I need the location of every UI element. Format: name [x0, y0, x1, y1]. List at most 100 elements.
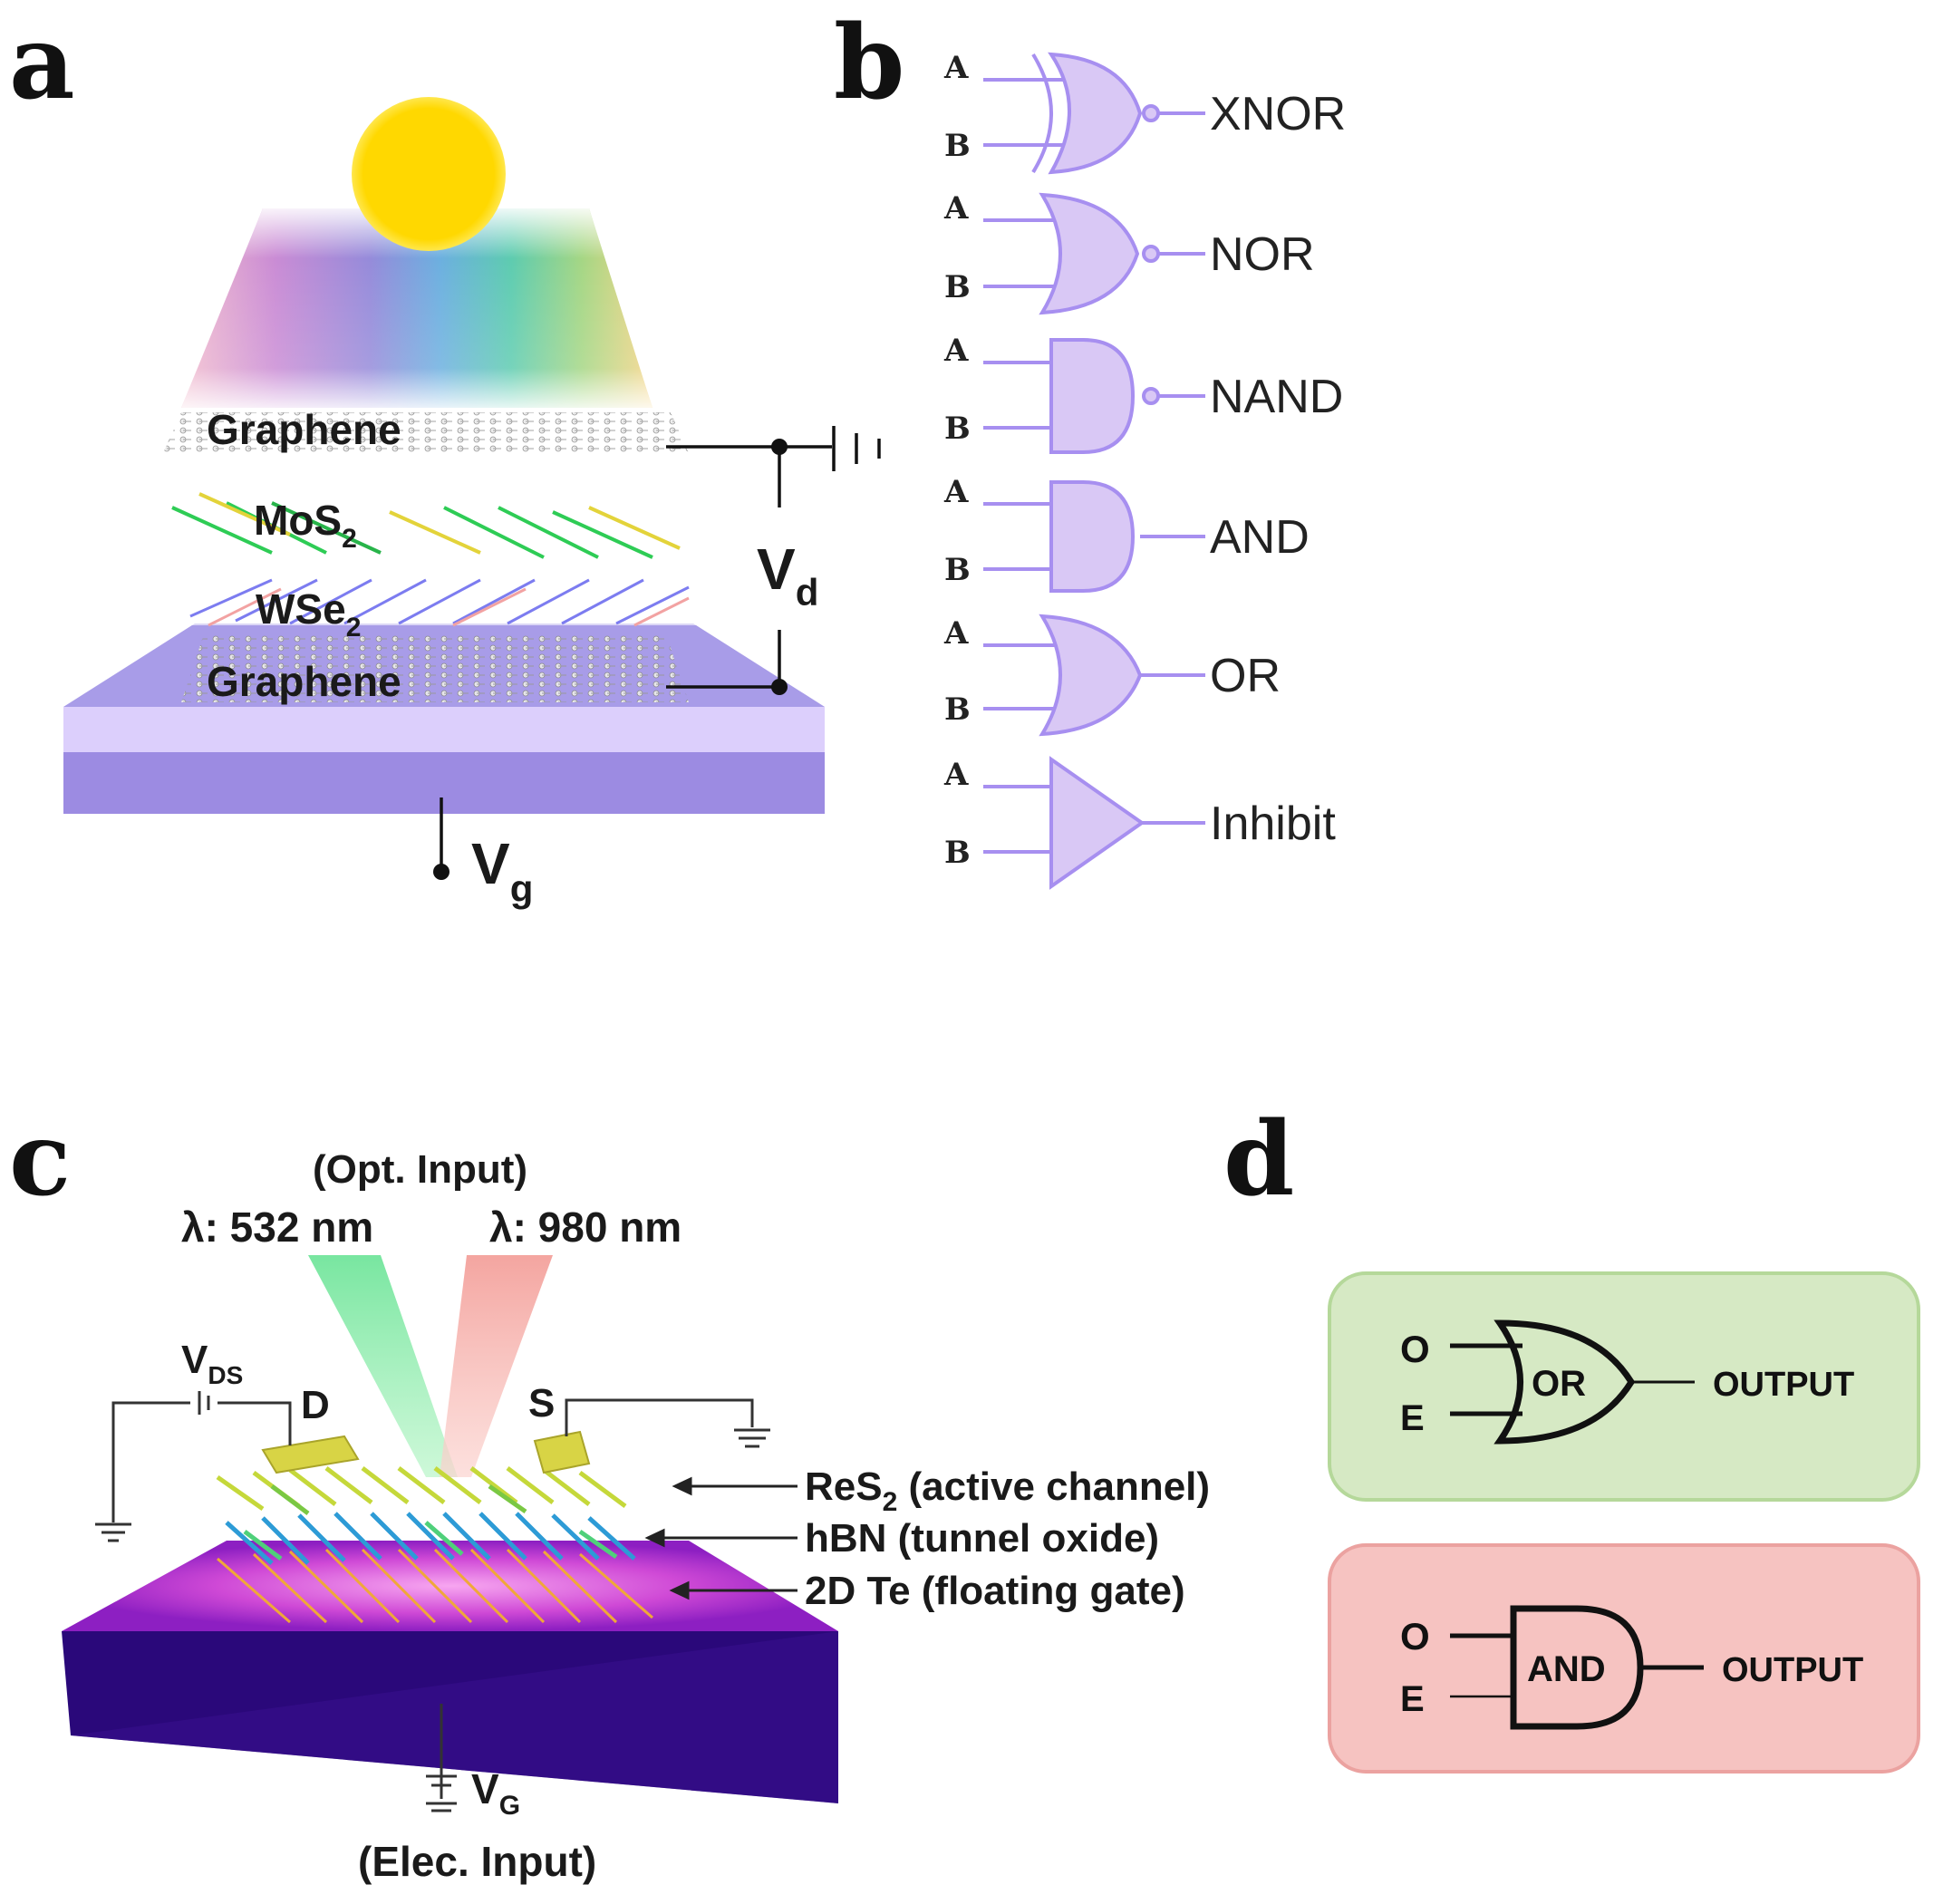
te-label: 2D Te (floating gate) [805, 1569, 1185, 1613]
gate-input-a: A [943, 615, 969, 652]
panel-c-letter: c [9, 1100, 71, 1219]
graphene-bottom-label: Graphene [207, 658, 401, 705]
and-gate-label: AND [1527, 1649, 1606, 1689]
panel-a: a Graphene MoS2 WSe2 [9, 4, 881, 910]
gate-name-label: NOR [1210, 228, 1315, 281]
gate-input-a: A [943, 50, 969, 86]
gate-input-b: B [944, 552, 971, 588]
wse2-atoms [189, 578, 690, 625]
gate-body [1049, 756, 1146, 890]
sun-icon [352, 97, 506, 251]
panel-d: d O E OR OUTPUT O E AND OUTPUT [1223, 1100, 1920, 1774]
and-box [1328, 1543, 1920, 1774]
or-gate-label: OR [1532, 1364, 1586, 1404]
panel-d-letter: d [1223, 1100, 1294, 1219]
panel-c: c (Opt. Input) λ: 532 nm λ: 980 nm [9, 1100, 1210, 1885]
and-output-label: OUTPUT [1722, 1651, 1863, 1689]
graphene-top-label: Graphene [207, 406, 401, 453]
panel-c-circuit [95, 1391, 770, 1812]
vd-node-top [771, 439, 788, 455]
vg-node [433, 864, 450, 880]
gate-body [1039, 614, 1143, 737]
res2-layer [216, 1466, 627, 1515]
panel-b-letter: b [834, 4, 904, 122]
gate-input-b: B [944, 411, 971, 447]
wse2-layer [181, 566, 698, 625]
gate-body [1049, 338, 1136, 454]
gate-name-label: NAND [1210, 371, 1343, 423]
green-beam [308, 1255, 458, 1477]
elec-input-label: (Elec. Input) [358, 1838, 596, 1885]
vds-label: VDS [181, 1338, 243, 1389]
mos2-label: MoS2 [254, 497, 357, 554]
gate-xnor: A B XNOR [943, 50, 1346, 175]
wse2-red-atoms [208, 587, 690, 627]
drain-electrode [261, 1435, 360, 1474]
or-box [1328, 1271, 1920, 1502]
gate-nor: A B NOR [943, 190, 1315, 315]
gate-body [1039, 192, 1140, 315]
or-input-e: E [1400, 1398, 1425, 1438]
layer-stack [163, 412, 698, 702]
or-output-label: OUTPUT [1713, 1366, 1854, 1404]
gate-input-b: B [944, 128, 971, 164]
vd-label: Vd [757, 536, 818, 614]
gate-input-a: A [943, 190, 969, 227]
hbn-label: hBN (tunnel oxide) [805, 1516, 1159, 1561]
gate-wires [983, 643, 1205, 710]
gate-body [1048, 52, 1143, 175]
gate-input-b: B [944, 691, 971, 728]
gate-body [1049, 480, 1136, 593]
gate-nand: A B NAND [943, 333, 1343, 454]
or-gate-icon [1450, 1319, 1695, 1445]
gate-input-a: A [943, 757, 969, 793]
graphene-top-layer [163, 412, 689, 453]
lambda-532-label: λ: 532 nm [181, 1203, 373, 1251]
hbn-layer [225, 1512, 636, 1565]
panel-a-letter: a [9, 4, 75, 122]
lambda-980-label: λ: 980 nm [489, 1203, 682, 1251]
gate-input-b: B [944, 835, 971, 871]
and-gate-icon [1450, 1605, 1704, 1730]
gate-name-label: OR [1210, 650, 1281, 702]
gate-input-a: A [943, 333, 969, 369]
red-beam [440, 1255, 553, 1477]
substrate-silicon [63, 752, 825, 814]
gate-wires [983, 218, 1205, 288]
substrate-c-shade [71, 1631, 838, 1803]
gate-input-a: A [943, 474, 969, 510]
res2-label: ReS2 (active channel) [805, 1464, 1210, 1517]
and-input-e: E [1400, 1679, 1425, 1719]
mos2-atoms [171, 492, 681, 559]
graphene-bottom-layer [181, 634, 689, 702]
vg-label: Vg [471, 831, 533, 910]
gate-input-b: B [944, 269, 971, 305]
opt-input-label: (Opt. Input) [313, 1147, 527, 1192]
gate-name-label: XNOR [1210, 88, 1346, 140]
gate-wires [983, 78, 1205, 147]
or-input-o: O [1400, 1328, 1430, 1370]
te-layer [217, 1548, 653, 1624]
gate-bubble [1142, 387, 1160, 405]
gate-name-label: Inhibit [1210, 797, 1336, 850]
light-cone-fade [181, 208, 652, 408]
gate-bubble [1142, 245, 1160, 263]
drain-label: D [301, 1383, 330, 1427]
gate-or: A B OR [943, 614, 1281, 737]
gate-xor-curve [1031, 53, 1053, 174]
wse2-label: WSe2 [256, 585, 361, 643]
and-input-o: O [1400, 1615, 1430, 1658]
substrate-oxide [63, 707, 825, 752]
panel-c-arrows [644, 1476, 798, 1600]
panel-a-circuit [440, 426, 881, 868]
vg-c-label: VG [471, 1765, 520, 1821]
source-label: S [528, 1381, 555, 1426]
gate-inhibit: A B Inhibit [943, 756, 1336, 890]
gate-bubble [1142, 104, 1160, 122]
source-electrode [533, 1430, 591, 1474]
vd-node-bottom [771, 679, 788, 695]
